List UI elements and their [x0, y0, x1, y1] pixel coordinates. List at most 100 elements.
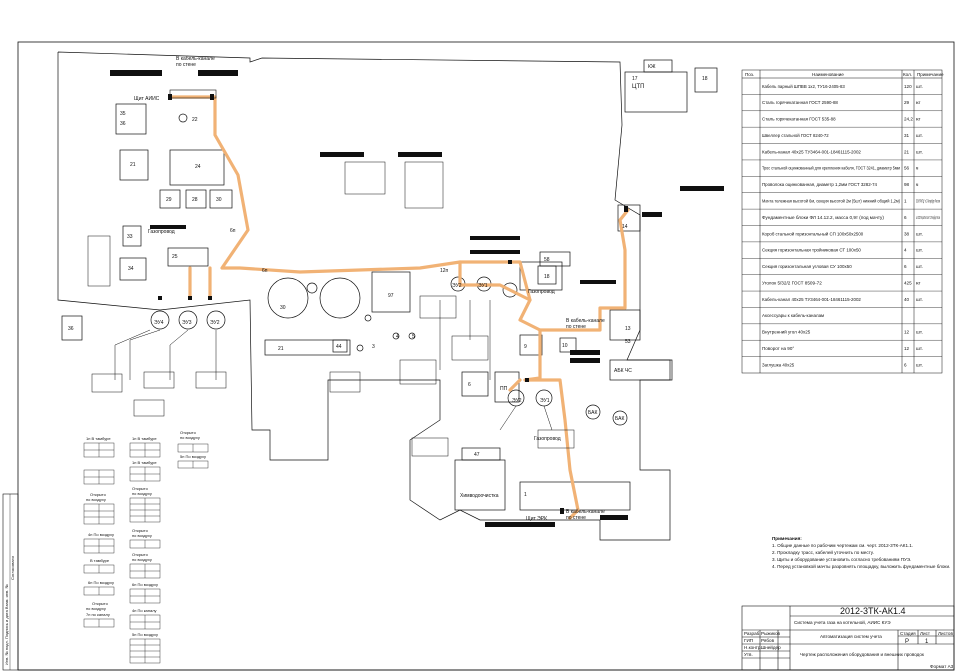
spec-cell-name: Секция горизонтальная тройниковая СТ 100… [762, 247, 861, 253]
spec-cell-qty: 21 [904, 149, 910, 154]
spec-row: Проволока оцинкованная, диаметр 1,2мм ГО… [742, 176, 942, 187]
building-kzh [643, 59, 673, 73]
svg-text:ЭУ3: ЭУ3 [182, 320, 192, 326]
spec-cell-note: кг [916, 100, 921, 105]
stage-label: Стадия [900, 631, 916, 636]
note-1: 1. Общие данные по рабочим чертежам см. … [772, 543, 913, 548]
svg-text:В кабель-канале: В кабель-канале [566, 318, 605, 324]
svg-text:ЭУ2: ЭУ2 [452, 283, 462, 289]
spec-header-note: Примечание [917, 72, 944, 77]
spec-header-pos: Поз. [745, 72, 754, 77]
building-24 [169, 149, 225, 186]
building-avk [609, 359, 671, 381]
spec-cell-qty: 12 [904, 330, 910, 335]
building-pp [494, 371, 520, 403]
spec-cell-qty: 98 [904, 182, 910, 187]
spec-cell-note: м [916, 182, 918, 187]
note-4: 4. Перед установкой мачты разровнять пло… [772, 563, 950, 569]
svg-text:28: 28 [192, 197, 198, 203]
svg-text:6п По воздуху: 6п По воздуху [132, 582, 158, 587]
building-34 [119, 257, 147, 281]
sheet-value: 1 [925, 639, 929, 645]
spec-cell-qty: 6 [904, 264, 907, 269]
name-3: Шнейдер [761, 644, 781, 650]
spec-row: Короб стальной горизонтальный СП 100x50x… [742, 225, 942, 236]
spec-cell-qty: 4 [904, 248, 907, 253]
svg-text:4п По воздуху: 4п По воздуху [88, 532, 114, 537]
cable-route [170, 95, 630, 520]
gas-label-1: Газопровод [148, 229, 175, 235]
spec-header-qty: Кол. [903, 72, 912, 77]
drawing-name: Чертеж расположения оборудования и внешн… [800, 652, 925, 657]
svg-text:Открыто: Открыто [132, 552, 149, 557]
spec-cell-note: шт. [916, 330, 923, 335]
spec-headers: Поз. Наименование Кол. Примечание [745, 72, 944, 77]
svg-text:18: 18 [544, 274, 550, 280]
spec-cell-name: Мачта тележная высотой 6м, секция высото… [762, 198, 900, 204]
svg-text:ЭУ2: ЭУ2 [512, 398, 522, 404]
svg-text:Открыто: Открыто [180, 430, 197, 435]
svg-text:5п По воздуху: 5п По воздуху [132, 632, 158, 637]
role-4: Утв. [744, 652, 753, 657]
left-strip [2, 493, 19, 671]
stage-value: Р [905, 639, 909, 645]
shchit-bottom-label: Щит ЭРК [526, 516, 547, 522]
svg-text:6п По воздуху: 6п По воздуху [88, 580, 114, 585]
building-6 [461, 371, 489, 397]
spec-row: Секция горизонтальная тройниковая СТ 100… [742, 241, 942, 253]
spec-cell-note: кг [916, 280, 921, 285]
svg-text:по воздуху: по воздуху [86, 606, 106, 611]
name-1: Рыжиков [761, 631, 781, 636]
svg-text:21: 21 [278, 346, 284, 352]
spec-cell-name: Фундаментные блоки ФЛ 14.12.2, масса 0,9… [762, 215, 884, 220]
svg-text:Инв. № подл. Подпись и дата: Инв. № подл. Подпись и дата Взам. инв. № [4, 584, 9, 665]
building-36 [61, 315, 83, 341]
title-block [741, 605, 955, 671]
svg-text:35: 35 [120, 111, 126, 117]
spec-cell-note: шт. [916, 297, 923, 302]
svg-text:по воздуху: по воздуху [132, 491, 152, 496]
building-14 [617, 204, 641, 232]
building-47 [461, 447, 501, 461]
spec-cell-name: Сталь горячекатанная ГОСТ 2590-88 [762, 100, 838, 105]
spec-cell-qty: 425 [904, 280, 912, 285]
spec-cell-qty: 56 [904, 166, 910, 171]
doc-description: Система учета газа на котельной, АИИС КУ… [794, 619, 891, 625]
building-97 [371, 271, 411, 313]
sheet-label: Лист [920, 631, 931, 636]
panel-markers [158, 94, 628, 514]
spec-row: Трос стальной оцинкованный для крепления… [742, 159, 942, 171]
svg-text:1: 1 [524, 492, 527, 498]
spec-cell-qty: 29 [904, 100, 910, 105]
svg-text:Открыто: Открыто [90, 492, 107, 497]
spec-cell-qty: 6 [904, 362, 907, 367]
svg-text:по стене: по стене [566, 515, 586, 521]
building-53 [519, 261, 563, 291]
svg-text:Открыто: Открыто [132, 528, 149, 533]
tank-2 [319, 277, 361, 319]
spec-cell-note: шт. [916, 248, 923, 253]
svg-text:КЖ: КЖ [648, 64, 656, 70]
svg-text:36: 36 [68, 326, 74, 332]
shchit-top-label: Щит АИИС [134, 96, 160, 102]
svg-text:34: 34 [128, 266, 134, 272]
spec-cell-qty: 31 [904, 133, 910, 138]
spec-cell-name: Кабель-канал 40x25 ТУ3464-001-18461115-2… [762, 297, 861, 302]
spec-cell-qty: 120 [904, 84, 912, 89]
svg-text:3: 3 [372, 344, 375, 350]
plan-tags [87, 70, 724, 527]
spec-cell-name: Швеллер стальной ГОСТ 8240-72 [762, 132, 829, 138]
svg-text:36: 36 [120, 121, 126, 127]
spec-cell-note: кг [916, 117, 921, 122]
building-44 [332, 339, 348, 353]
svg-text:12п: 12п [440, 268, 449, 274]
svg-text:29: 29 [166, 197, 172, 203]
svg-text:5: 5 [412, 334, 415, 340]
svg-text:13: 13 [625, 326, 631, 332]
